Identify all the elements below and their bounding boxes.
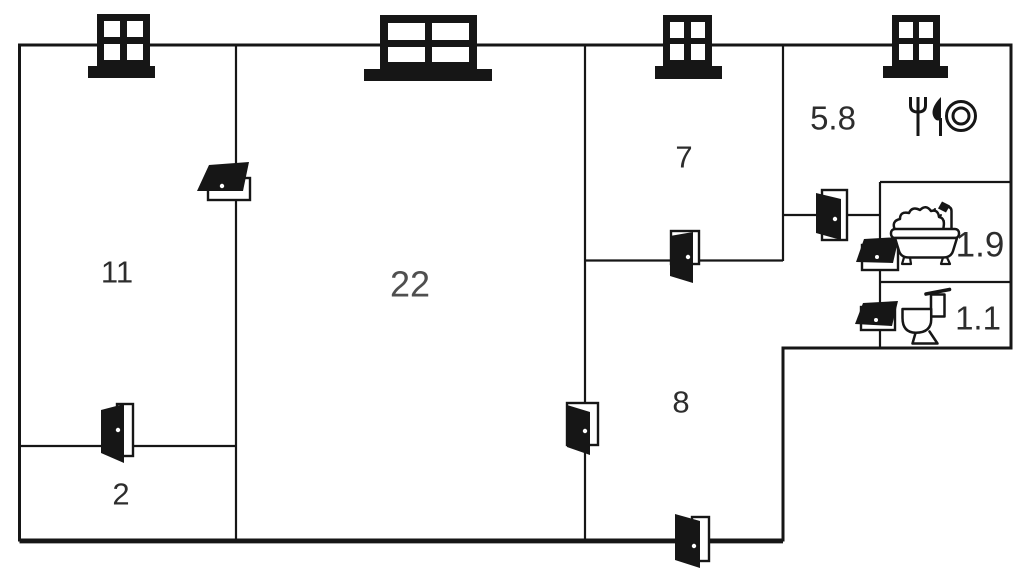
- window-icon: [655, 15, 722, 79]
- room-label-22: 22: [390, 264, 430, 305]
- room-11: [19, 45, 236, 446]
- room-label-bath: 1.9: [956, 226, 1005, 265]
- door-icon: [675, 514, 711, 568]
- door-icon: [856, 237, 900, 272]
- window-icon: [883, 15, 948, 78]
- door-icon: [669, 229, 701, 283]
- room-label-wc: 1.1: [955, 300, 1001, 337]
- door-icon: [197, 162, 252, 202]
- room-label-8: 8: [672, 385, 689, 420]
- room-label-11: 11: [101, 255, 133, 290]
- window-icon: [88, 14, 155, 78]
- door-icon: [101, 402, 135, 463]
- room-label-kitchen: 5.8: [810, 100, 856, 137]
- window-icon: [364, 15, 492, 81]
- exterior-walls: [18, 43, 1013, 542]
- door-icon: [816, 188, 849, 242]
- fork-knife-plate-icon: [909, 97, 977, 136]
- door-icon: [855, 301, 898, 332]
- door-icon: [565, 401, 600, 455]
- toilet-icon: [901, 287, 952, 345]
- room-label-7: 7: [675, 140, 692, 175]
- bathtub-shower-icon: [889, 201, 961, 266]
- room-label-2: 2: [112, 477, 129, 512]
